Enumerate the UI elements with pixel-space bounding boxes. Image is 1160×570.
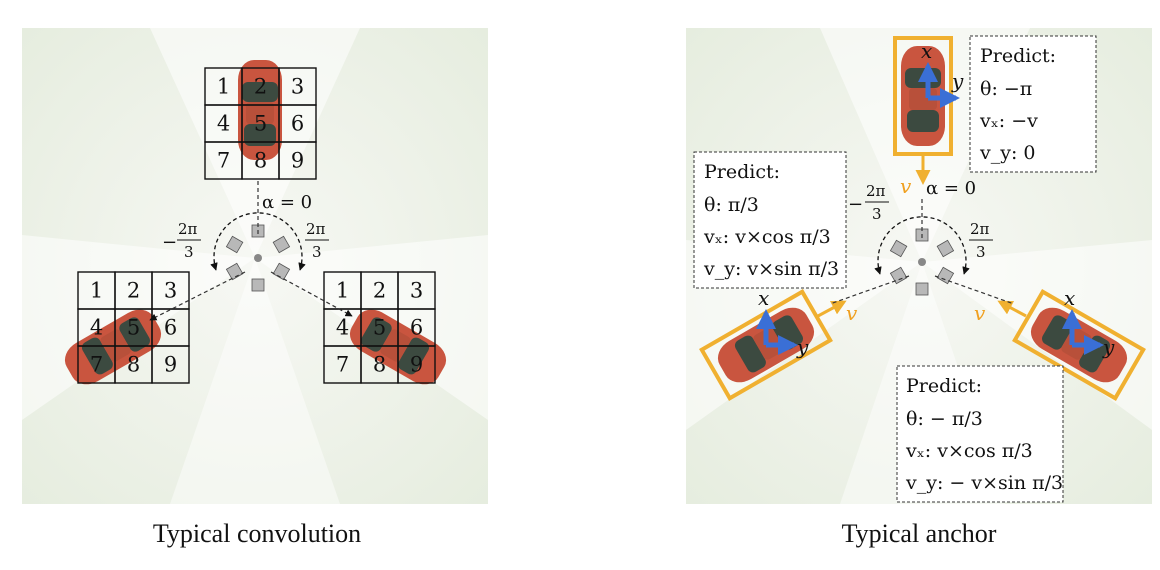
- svg-text:3: 3: [312, 243, 322, 261]
- grid-number: 6: [291, 112, 304, 136]
- grid-number: 4: [217, 112, 230, 136]
- rotation-arc-right: [874, 216, 970, 275]
- grid-number: 7: [90, 353, 103, 377]
- grid-number: 5: [127, 316, 140, 340]
- caption-left: Typical convolution: [153, 519, 361, 548]
- predict-box-left: Predict: θ: π/3 vₓ: v×cos π/3 v_y: v×sin…: [693, 151, 847, 289]
- svg-text:vₓ: −v: vₓ: −v: [979, 110, 1038, 132]
- svg-text:2π: 2π: [178, 220, 198, 238]
- angle-label-right-pos: 2π 3: [969, 220, 993, 261]
- grid-number: 8: [127, 353, 140, 377]
- grid-number: 2: [254, 75, 267, 99]
- axis-x-top: x: [921, 39, 932, 63]
- axis-y-bl: y: [796, 335, 809, 359]
- grid-number: 1: [90, 279, 103, 303]
- grid-number: 3: [410, 279, 423, 303]
- axes-bl: x y: [756, 286, 809, 359]
- svg-text:v_y: − v×sin π/3: v_y: − v×sin π/3: [905, 472, 1063, 494]
- grid-cell: [278, 141, 317, 180]
- grid-cell: [397, 345, 436, 384]
- svg-text:2π: 2π: [866, 182, 886, 200]
- svg-text:vₓ: v×cos π/3: vₓ: v×cos π/3: [703, 226, 831, 248]
- grid-number: 1: [217, 75, 230, 99]
- velocity-label-br: v: [974, 301, 986, 325]
- alpha-label-right: α = 0: [926, 178, 976, 199]
- sensor-cluster-right: [890, 228, 954, 296]
- svg-text:2π: 2π: [970, 220, 990, 238]
- svg-text:v_y: v×sin π/3: v_y: v×sin π/3: [703, 258, 839, 280]
- axis-y-br: y: [1102, 335, 1115, 359]
- svg-text:θ: −π: θ: −π: [980, 78, 1032, 100]
- angle-label-left-neg: − 2π 3: [162, 220, 201, 261]
- axis-y-top: y: [951, 69, 964, 93]
- svg-text:Predict:: Predict:: [980, 45, 1056, 67]
- svg-text:vₓ: v×cos π/3: vₓ: v×cos π/3: [905, 440, 1033, 462]
- grid-number: 8: [254, 149, 267, 173]
- caption-right: Typical anchor: [842, 519, 997, 548]
- anchor-br: [1012, 289, 1146, 401]
- svg-text:3: 3: [184, 243, 194, 261]
- svg-text:Predict:: Predict:: [704, 161, 780, 183]
- angle-label-right-neg: − 2π 3: [848, 182, 889, 223]
- alpha-label-left: α = 0: [262, 192, 312, 213]
- axis-x-bl: x: [758, 286, 769, 310]
- axes-top: x y: [918, 39, 964, 108]
- right-panel: x y v x y v x y v: [686, 28, 1152, 548]
- velocity-arrow-br: [997, 300, 1027, 318]
- grid-number: 6: [164, 316, 177, 340]
- grid-number: 3: [291, 75, 304, 99]
- svg-text:θ: − π/3: θ: − π/3: [906, 408, 983, 430]
- grid-number: 9: [164, 353, 177, 377]
- grid-number: 9: [291, 149, 304, 173]
- velocity-label-top: v: [900, 174, 912, 198]
- sensor-cluster-left: [226, 224, 290, 292]
- grid-cell: [151, 345, 190, 384]
- anchor-bl: [699, 289, 833, 401]
- svg-text:3: 3: [872, 205, 882, 223]
- grid-number: 2: [373, 279, 386, 303]
- ray-bl-left: [149, 271, 246, 321]
- svg-text:−: −: [848, 194, 863, 215]
- svg-text:θ: π/3: θ: π/3: [704, 194, 759, 216]
- axis-x-br: x: [1064, 286, 1075, 310]
- grid-number: 2: [127, 279, 140, 303]
- grid-number: 5: [254, 112, 267, 136]
- grid-number: 3: [164, 279, 177, 303]
- ray-br-left: [270, 271, 353, 317]
- grid-number: 9: [410, 353, 423, 377]
- grid-number: 4: [90, 316, 103, 340]
- predict-box-top: Predict: θ: −π vₓ: −v v_y: 0: [969, 35, 1097, 173]
- grid-number: 7: [336, 353, 349, 377]
- svg-text:Predict:: Predict:: [906, 375, 982, 397]
- grid-number: 5: [373, 316, 386, 340]
- svg-text:−: −: [162, 232, 177, 253]
- svg-text:v_y: 0: v_y: 0: [979, 142, 1036, 164]
- velocity-label-bl: v: [846, 301, 858, 325]
- axes-br: x y: [1062, 286, 1115, 359]
- grid-number: 7: [217, 149, 230, 173]
- predict-box-right: Predict: θ: − π/3 vₓ: v×cos π/3 v_y: − v…: [896, 365, 1064, 503]
- velocity-arrow-bl: [817, 300, 847, 318]
- grid-number: 1: [336, 279, 349, 303]
- left-fov-bottom: [170, 258, 340, 504]
- svg-text:2π: 2π: [306, 220, 326, 238]
- svg-text:3: 3: [976, 243, 986, 261]
- grid-number: 4: [336, 316, 349, 340]
- rotation-arc-left: [210, 212, 306, 271]
- angle-label-left-pos: 2π 3: [305, 220, 329, 261]
- grid-number: 6: [410, 316, 423, 340]
- grid-number: 8: [373, 353, 386, 377]
